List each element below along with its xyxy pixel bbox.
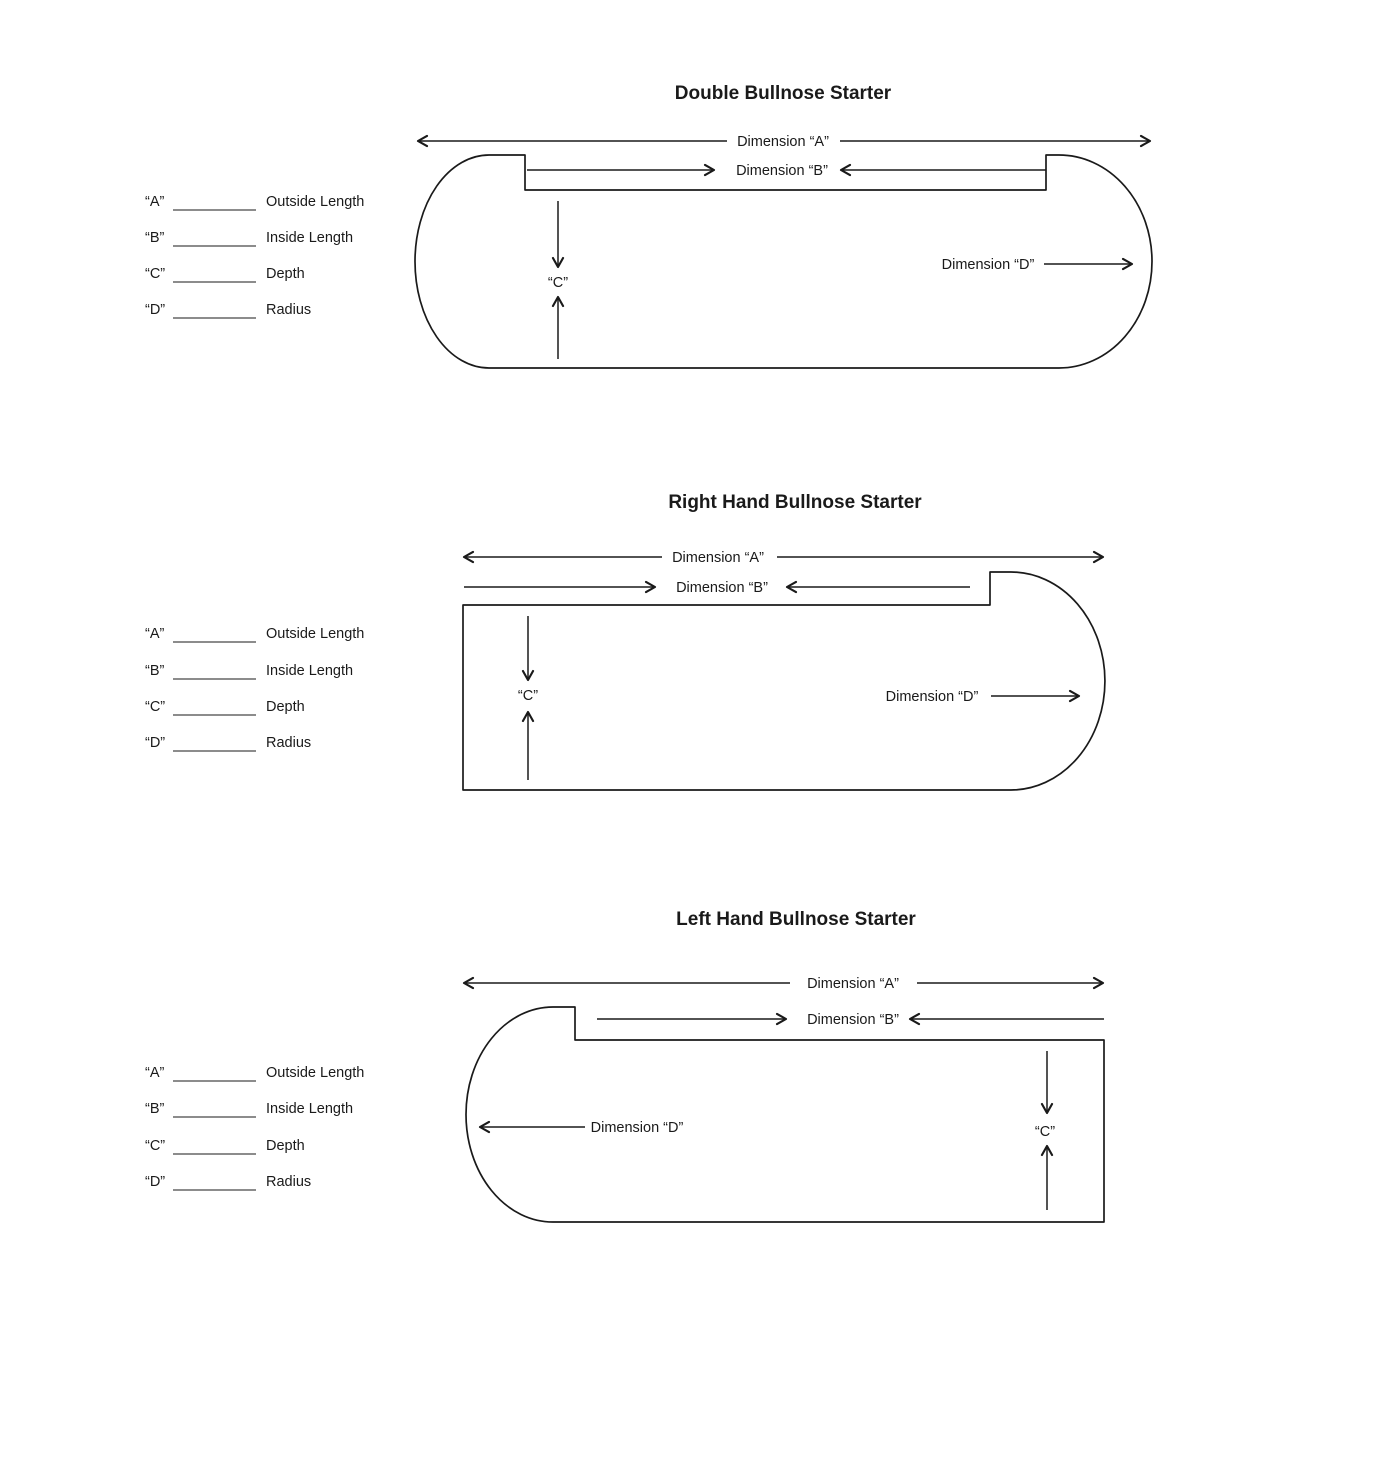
dimension-b: Dimension “B” (464, 580, 970, 596)
legend-row: “B” Inside Length (145, 1101, 353, 1118)
legend-key: “D” (145, 1174, 165, 1190)
dimension-d: Dimension “D” (478, 1120, 684, 1136)
legend-label: Depth (266, 699, 305, 715)
legend-row: “D” Radius (145, 1174, 311, 1191)
dimension-b-label: Dimension “B” (676, 580, 768, 596)
legend-label: Depth (266, 1138, 305, 1154)
legend-row: “A” Outside Length (145, 194, 364, 211)
dimension-d-label: Dimension “D” (942, 257, 1035, 273)
legend-row: “C” Depth (145, 266, 305, 283)
legend-label: Outside Length (266, 626, 364, 642)
dimension-c-label: “C” (1035, 1124, 1055, 1140)
dimension-a-label: Dimension “A” (672, 550, 764, 566)
legend-label: Radius (266, 302, 311, 318)
section-title: Double Bullnose Starter (675, 83, 892, 104)
legend: “A” Outside Length “B” Inside Length “C”… (145, 626, 364, 752)
dimension-b: Dimension “B” (527, 163, 1046, 179)
dimension-d: Dimension “D” (886, 689, 1081, 705)
legend-row: “C” Depth (145, 699, 305, 716)
legend-label: Outside Length (266, 194, 364, 210)
section-right-hand-bullnose: Right Hand Bullnose Starter Dimension “A… (145, 492, 1106, 791)
legend: “A” Outside Length “B” Inside Length “C”… (145, 194, 364, 319)
section-title: Left Hand Bullnose Starter (676, 909, 916, 930)
dimension-d-label: Dimension “D” (591, 1120, 684, 1136)
dimension-c: “C” (548, 201, 568, 359)
legend-key: “B” (145, 663, 165, 679)
legend-key: “B” (145, 1101, 165, 1117)
section-double-bullnose: Double Bullnose Starter Dimension “A” Di… (145, 83, 1153, 369)
legend-key: “D” (145, 735, 165, 751)
legend-label: Inside Length (266, 1101, 353, 1117)
legend-key: “D” (145, 302, 165, 318)
dimension-b-label: Dimension “B” (736, 163, 828, 179)
legend: “A” Outside Length “B” Inside Length “C”… (145, 1065, 364, 1191)
legend-key: “B” (145, 230, 165, 246)
legend-row: “B” Inside Length (145, 230, 353, 247)
section-left-hand-bullnose: Left Hand Bullnose Starter Dimension “A”… (145, 909, 1105, 1223)
legend-label: Inside Length (266, 663, 353, 679)
legend-key: “A” (145, 194, 165, 210)
legend-key: “C” (145, 1138, 165, 1154)
dimension-a-label: Dimension “A” (737, 134, 829, 150)
legend-row: “D” Radius (145, 302, 311, 319)
legend-label: Outside Length (266, 1065, 364, 1081)
right-hand-bullnose-outline (462, 571, 1106, 791)
legend-key: “A” (145, 1065, 165, 1081)
legend-key: “A” (145, 626, 165, 642)
section-title: Right Hand Bullnose Starter (668, 492, 922, 513)
dimension-d: Dimension “D” (942, 257, 1134, 273)
dimension-b: Dimension “B” (597, 1012, 1104, 1028)
dimension-c-label: “C” (548, 275, 568, 291)
dimension-a: Dimension “A” (462, 976, 1105, 992)
dimension-a: Dimension “A” (416, 134, 1152, 150)
dimension-a: Dimension “A” (462, 550, 1105, 566)
dimension-b-label: Dimension “B” (807, 1012, 899, 1028)
left-hand-bullnose-outline (465, 1006, 1105, 1223)
legend-row: “C” Depth (145, 1138, 305, 1155)
legend-label: Inside Length (266, 230, 353, 246)
legend-row: “B” Inside Length (145, 663, 353, 680)
dimension-c: “C” (1035, 1051, 1055, 1210)
dimension-d-label: Dimension “D” (886, 689, 979, 705)
dimension-a-label: Dimension “A” (807, 976, 899, 992)
legend-row: “D” Radius (145, 735, 311, 752)
legend-label: Depth (266, 266, 305, 282)
legend-label: Radius (266, 1174, 311, 1190)
double-bullnose-outline (414, 154, 1153, 369)
legend-row: “A” Outside Length (145, 626, 364, 643)
legend-label: Radius (266, 735, 311, 751)
dimension-c: “C” (518, 616, 538, 780)
legend-key: “C” (145, 699, 165, 715)
legend-row: “A” Outside Length (145, 1065, 364, 1082)
dimension-c-label: “C” (518, 688, 538, 704)
legend-key: “C” (145, 266, 165, 282)
